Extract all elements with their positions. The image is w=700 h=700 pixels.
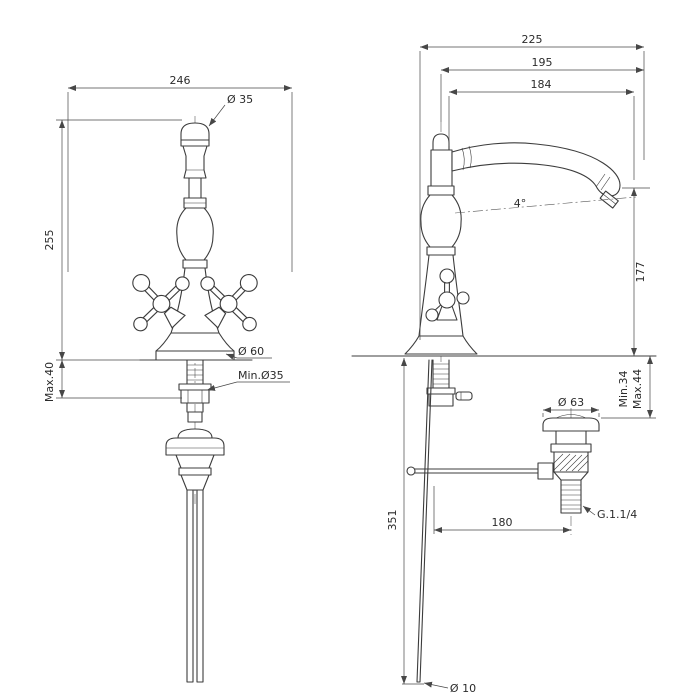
dim-front-spout-diameter-label: Ø 35 <box>227 93 253 106</box>
dim-side-reach-aerator: 184 <box>448 78 635 180</box>
dim-side-drain-diameter-label: Ø 63 <box>558 396 584 409</box>
side-view: 225 195 184 4° 177 Min.34 Max.44 <box>351 33 657 695</box>
dim-side-spout-angle-label: 4° <box>514 197 527 210</box>
front-faucet-outline <box>155 122 235 361</box>
dim-front-max-deck: Max.40 <box>43 359 182 402</box>
dim-front-base-diameter: Ø 60 <box>225 345 272 360</box>
dim-side-reach-total-label: 225 <box>522 33 543 46</box>
dim-side-spout-angle: 4° <box>454 196 637 214</box>
dim-front-min-hole: Min.Ø35 <box>206 369 290 391</box>
dim-side-spout-height: 177 <box>622 187 650 356</box>
dim-side-rod-length-label: 351 <box>386 510 399 531</box>
dim-side-reach-total: 225 <box>419 33 645 340</box>
dim-front-max-deck-label: Max.40 <box>43 362 56 402</box>
dim-side-reach-mid-label: 195 <box>532 56 553 69</box>
front-under-deck <box>165 359 225 683</box>
dim-front-height-label: 255 <box>43 230 56 251</box>
side-under-deck <box>406 359 554 683</box>
dim-front-height: 255 <box>43 119 182 360</box>
dim-front-spout-diameter: Ø 35 <box>208 93 253 127</box>
side-handle <box>425 268 470 322</box>
dim-front-width-label: 246 <box>170 74 191 87</box>
dim-side-deck-min-label: Min.34 <box>617 370 630 407</box>
dim-side-rod-length: 351 <box>386 358 424 685</box>
dim-front-base-diameter-label: Ø 60 <box>238 345 264 358</box>
side-drain-assembly <box>542 408 600 535</box>
dim-side-reach-aerator-label: 184 <box>531 78 552 91</box>
dim-side-drain-thread-label: G.1.1/4 <box>597 508 637 521</box>
dim-side-deck-max-label: Max.44 <box>631 369 644 409</box>
dim-side-drain-distance: 180 <box>433 486 571 534</box>
dim-side-drain-diameter: Ø 63 <box>542 396 600 417</box>
dim-front-width: 246 <box>67 74 293 272</box>
dim-front-min-hole-label: Min.Ø35 <box>238 369 284 382</box>
front-view: 246 Ø 35 255 Max.40 Ø 60 Min.Ø35 <box>43 74 293 683</box>
side-faucet-outline <box>404 133 621 355</box>
dim-side-drain-thread: G.1.1/4 <box>582 505 637 521</box>
dim-side-drain-distance-label: 180 <box>492 516 513 529</box>
dim-side-reach-mid: 195 <box>440 56 644 122</box>
dim-side-rod-diameter: Ø 10 <box>423 681 476 695</box>
dim-side-deck-range: Min.34 Max.44 <box>601 356 656 419</box>
dim-side-rod-diameter-label: Ø 10 <box>450 682 476 695</box>
dim-side-spout-height-label: 177 <box>634 262 647 283</box>
